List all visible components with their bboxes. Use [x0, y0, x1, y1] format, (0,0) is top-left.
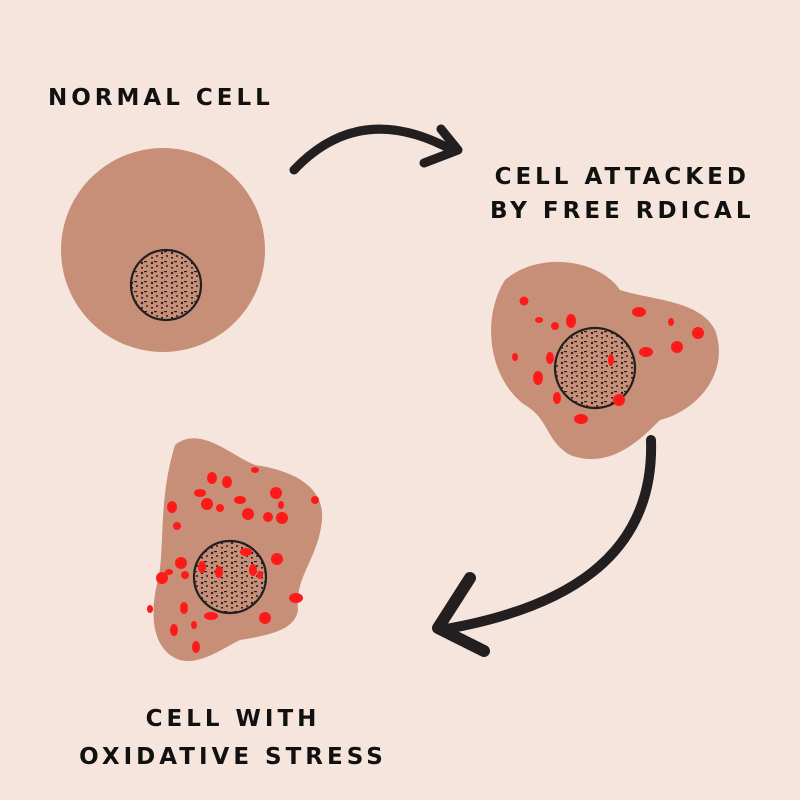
- nucleus: [192, 539, 268, 615]
- label-cell-attacked-line2: BY FREE RDICAL: [490, 198, 755, 224]
- nucleus: [553, 326, 637, 410]
- label-cell-attacked: CELL ATTACKED BY FREE RDICAL: [490, 160, 754, 228]
- free-radicals: [512, 296, 704, 424]
- normal-cell: [61, 148, 265, 352]
- attacked-cell: [491, 261, 719, 460]
- free-radicals: [147, 467, 319, 653]
- label-oxidative-stress: CELL WITH OXIDATIVE STRESS: [78, 700, 388, 776]
- label-normal-cell: NORMAL CELL: [48, 85, 274, 111]
- label-oxidative-stress-line2: OXIDATIVE STRESS: [79, 744, 387, 770]
- curved-arrow-right-icon: [289, 124, 463, 175]
- nucleus: [129, 248, 203, 322]
- oxidative-stress-cell: [147, 438, 323, 661]
- label-cell-attacked-line1: CELL ATTACKED: [494, 164, 750, 190]
- curved-arrow-down-left-icon: [432, 435, 657, 657]
- label-oxidative-stress-line1: CELL WITH: [145, 706, 321, 732]
